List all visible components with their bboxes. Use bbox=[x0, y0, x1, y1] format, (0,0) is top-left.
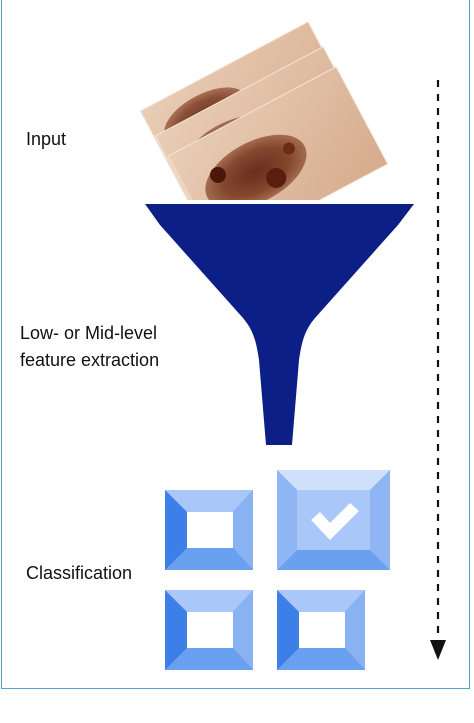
figure-frame bbox=[1, 0, 470, 689]
feature-label-line-1: Low- or Mid-level bbox=[20, 323, 158, 343]
classification-grid bbox=[165, 470, 390, 670]
check-icon bbox=[311, 503, 359, 540]
input-label: Input bbox=[26, 129, 67, 149]
class-box-top-left bbox=[165, 490, 253, 570]
dashed-down-arrow-icon bbox=[430, 80, 446, 660]
class-box-top-right-selected bbox=[277, 470, 390, 570]
class-box-bottom-left bbox=[165, 590, 253, 670]
feature-label-line-2: feature extraction bbox=[20, 350, 160, 370]
classification-label: Classification bbox=[26, 563, 133, 583]
feature-extraction-label: Low- or Mid-level feature extraction bbox=[20, 320, 159, 374]
funnel-shape bbox=[145, 204, 414, 445]
class-box-bottom-right bbox=[277, 590, 365, 670]
